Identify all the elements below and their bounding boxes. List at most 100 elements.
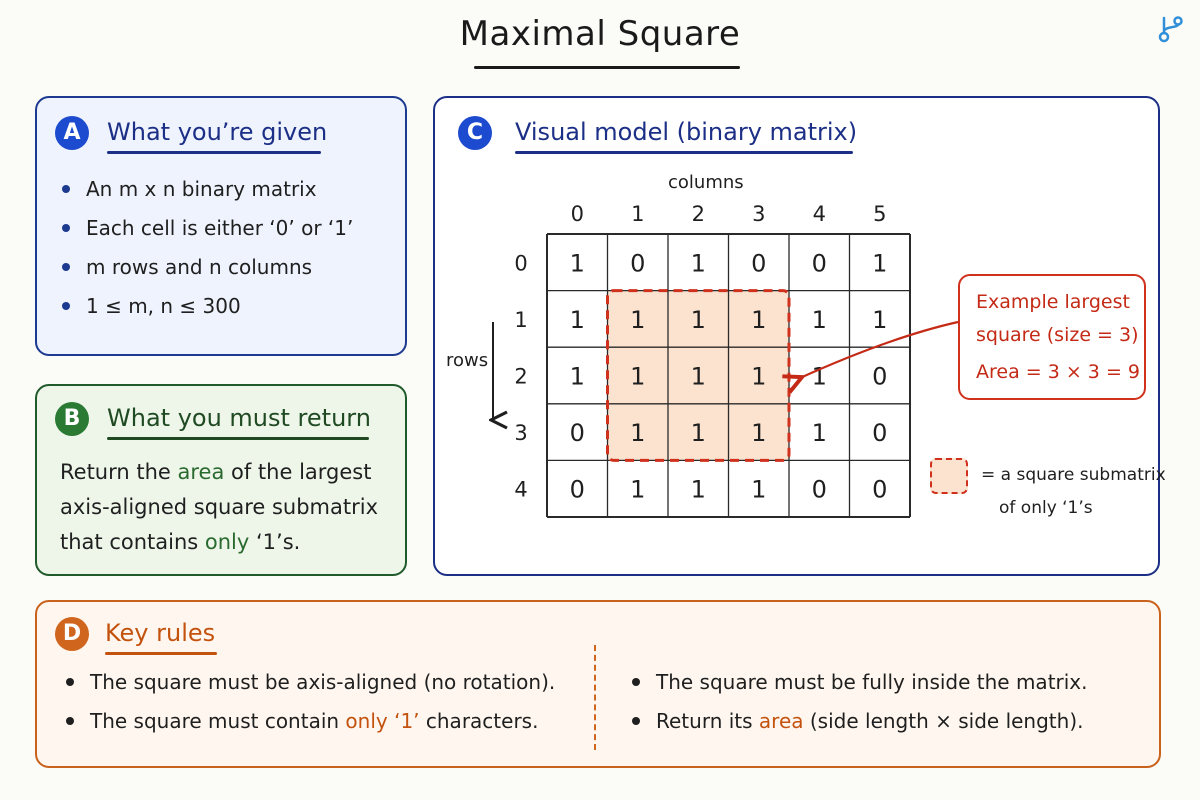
matrix-cell: 1 [691,476,706,504]
example-line-1: Example largest [976,291,1130,313]
matrix-cell: 1 [570,363,585,391]
page-title: Maximal Square [459,14,741,54]
matrix-cell: 0 [872,419,887,447]
columns-label: columns [668,172,744,193]
legend-swatch [930,458,968,494]
return-panel [35,384,407,576]
only-highlight: only [204,530,250,554]
matrix-cell: 1 [751,306,766,334]
column-index: 5 [873,202,886,226]
given-item: 1 ≤ m, n ≤ 300 [58,294,353,318]
matrix-cell: 1 [630,419,645,447]
key-rules-right-list: The square must be fully inside the matr… [628,670,1088,733]
rules-divider [594,645,596,750]
return-heading: What you must return [107,404,371,432]
given-heading: What you’re given [107,118,328,146]
rule-item: The square must contain only ‘1’ charact… [62,709,555,733]
branch-icon [1158,16,1183,43]
rule-text: The square must be fully inside the matr… [656,670,1088,694]
column-index: 3 [752,202,765,226]
matrix-cell: 1 [691,419,706,447]
row-index: 4 [514,478,527,502]
matrix-cell: 1 [872,306,887,334]
area-highlight: area [758,709,804,733]
given-heading-underline [107,151,321,154]
panel-a-badge: A [55,116,89,150]
matrix-cell: 1 [751,476,766,504]
visual-model-heading: Visual model (binary matrix) [515,118,858,146]
visual-model-heading-underline [515,151,853,154]
rule-text: The square must contain [90,709,346,733]
given-item: An m x n binary matrix [58,177,353,201]
matrix-cell: 0 [812,249,827,277]
matrix-cell: 1 [812,419,827,447]
title-underline [474,66,740,69]
only-one-highlight: only ‘1’ [345,709,420,733]
example-line-2: square (size = 3) [976,324,1139,346]
given-item: m rows and n columns [58,255,353,279]
matrix-cell: 0 [872,476,887,504]
return-text: Return the [60,460,178,484]
matrix-cell: 0 [872,363,887,391]
legend-line-1: = a square submatrix [981,465,1166,485]
panel-d-badge: D [55,617,89,651]
matrix-cell: 0 [570,419,585,447]
example-line-3: Area = 3 × 3 = 9 [976,361,1140,383]
matrix-cell: 1 [630,363,645,391]
panel-c-badge: C [458,116,492,150]
return-text: of the largest [224,460,372,484]
matrix-cell: 1 [812,363,827,391]
key-rules-heading: Key rules [105,619,216,647]
example-callout [958,274,1146,400]
area-highlight: area [177,460,225,484]
rule-text: Return its [656,709,759,733]
rule-text: characters. [419,709,539,733]
rule-item: Return its area (side length × side leng… [628,709,1088,733]
return-text: axis-aligned square submatrix [60,495,379,519]
highlight-fill [607,290,789,461]
matrix-cell: 1 [691,249,706,277]
matrix-cell: 1 [570,249,585,277]
rule-item: The square must be axis-aligned (no rota… [62,670,555,694]
given-panel [35,96,407,356]
row-index: 1 [514,308,527,332]
matrix-cell: 0 [751,249,766,277]
given-list: An m x n binary matrix Each cell is eith… [58,177,353,318]
matrix-cell: 0 [630,249,645,277]
given-item: Each cell is either ‘0’ or ‘1’ [58,216,353,240]
matrix-cell: 1 [751,363,766,391]
rows-label: rows [446,350,489,371]
return-description: Return the area of the largest axis-alig… [60,455,378,560]
matrix-cell: 1 [691,363,706,391]
rule-item: The square must be fully inside the matr… [628,670,1088,694]
matrix-cell: 0 [570,476,585,504]
column-index: 2 [692,202,705,226]
return-text: that contains [60,530,205,554]
example-callout-arrow [800,320,959,378]
rule-text: (side length × side length). [803,709,1084,733]
column-index: 1 [631,202,644,226]
key-rules-panel [35,600,1161,768]
matrix-cell: 1 [630,306,645,334]
matrix-cell: 1 [630,476,645,504]
matrix-cell: 1 [872,249,887,277]
row-index: 0 [514,251,527,275]
column-index: 4 [813,202,826,226]
matrix-cell: 1 [812,306,827,334]
matrix-cell: 1 [570,306,585,334]
column-index: 0 [571,202,584,226]
return-text: ‘1’s. [249,530,301,554]
key-rules-heading-underline [105,652,217,655]
matrix-cell: 0 [812,476,827,504]
legend-line-2: of only ‘1’s [999,498,1093,518]
matrix-cell: 1 [691,306,706,334]
matrix-cell: 1 [751,419,766,447]
panel-b-badge: B [55,402,89,436]
matrix-layer: 1 0 1 0 0 1 1 1 1 1 1 1 1 1 1 1 1 0 0 1 1 1 1 0 0 1 1 1 0 0 0 1 2 3 4 5 0 1 2 3… [514,202,911,518]
return-heading-underline [107,437,369,440]
key-rules-left-list: The square must be axis-aligned (no rota… [62,670,555,733]
rule-text: The square must be axis-aligned (no rota… [90,670,556,694]
row-index: 2 [514,365,527,389]
row-index: 3 [514,421,527,445]
